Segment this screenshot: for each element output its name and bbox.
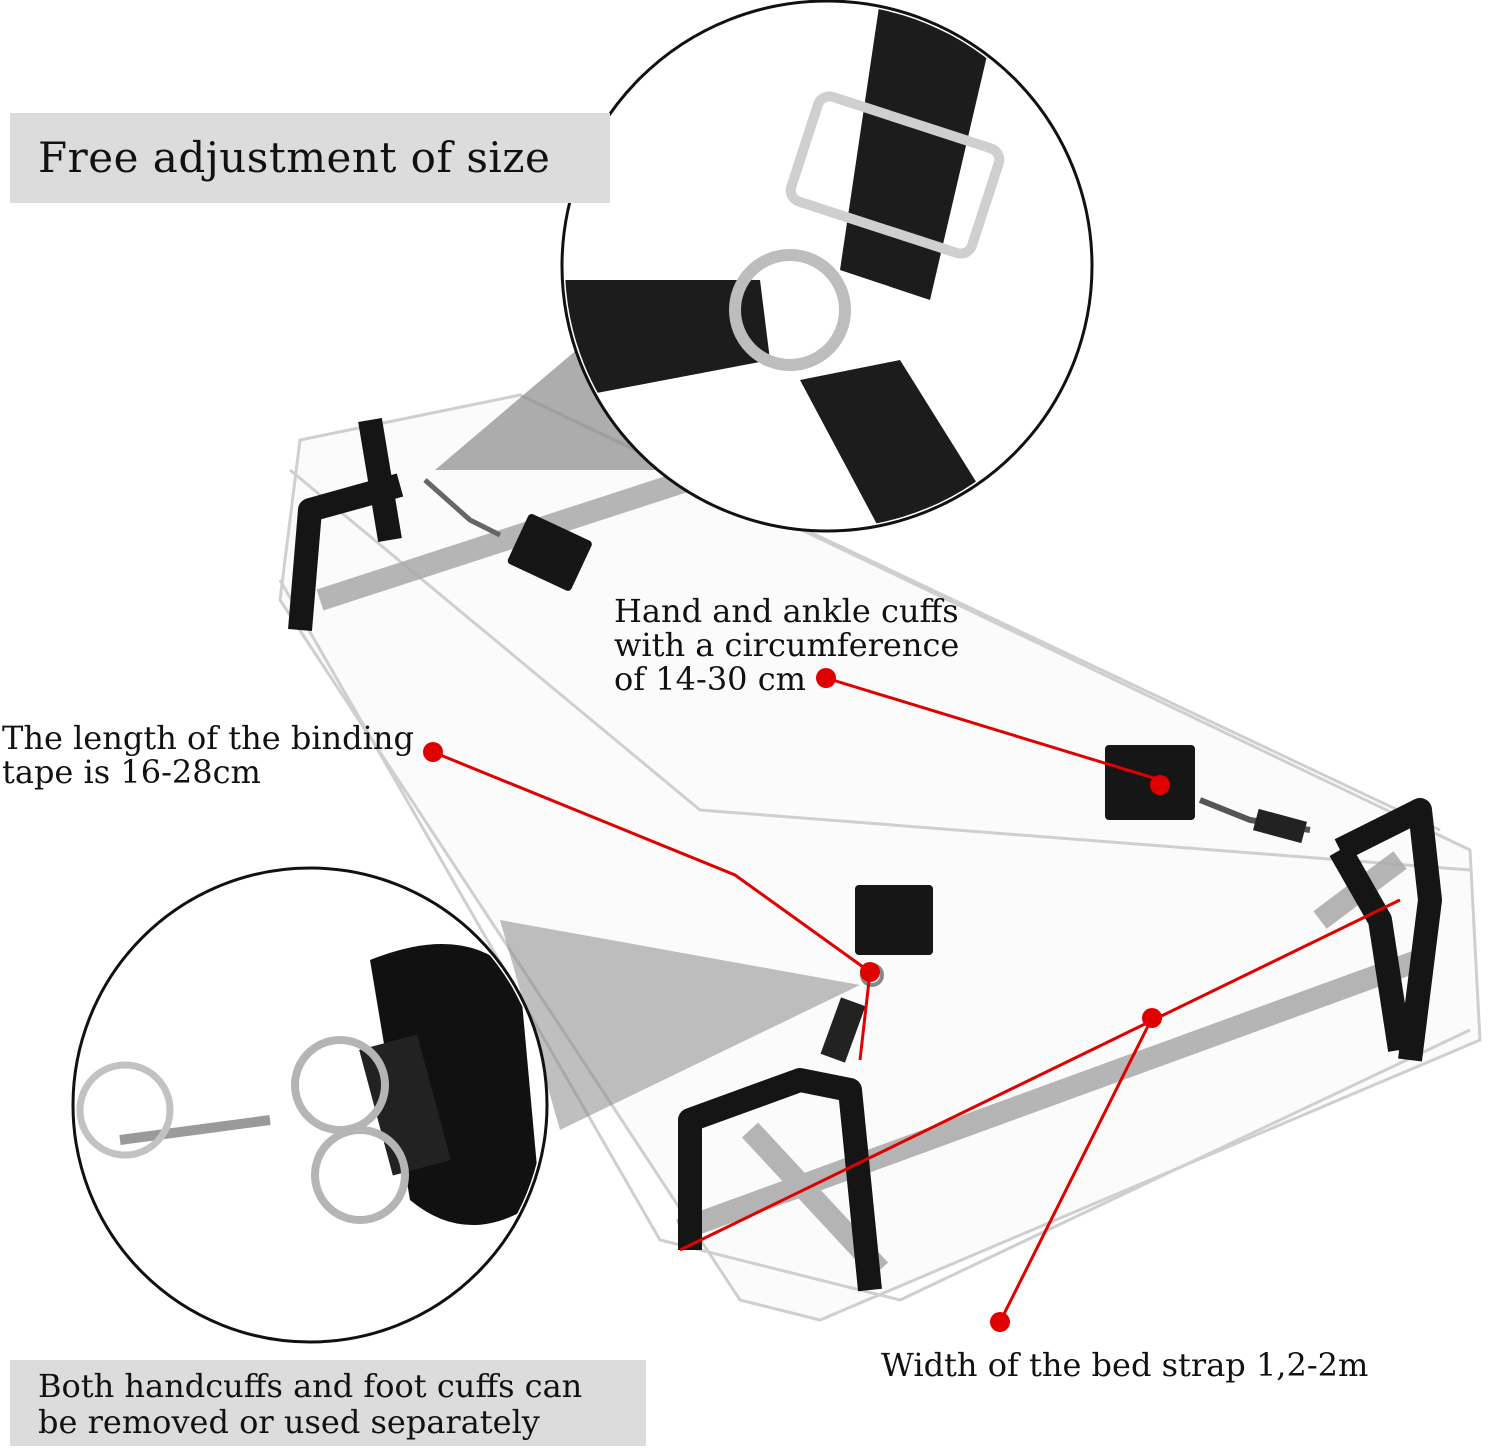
cuff-right [1105,745,1311,844]
callout-dots [423,668,1170,1332]
cuff-top-left [423,478,592,591]
footer-note: Both handcuffs and foot cuffs can be rem… [38,1367,583,1441]
corner-straps [288,418,1442,1292]
cuffs-callout: Hand and ankle cuffs with a circumferenc… [614,592,960,698]
zoom-cone-bottom [500,920,860,1130]
headline: Free adjustment of size [38,133,551,182]
footer-note-banner: Both handcuffs and foot cuffs can be rem… [10,1360,646,1446]
detail-circle-bottom [71,866,549,1344]
tape-callout: The length of the binding tape is 16-28c… [2,719,414,791]
detail-circle-top [560,0,1094,533]
strap-width-callout: Width of the bed strap 1,2-2m [881,1346,1369,1384]
callout-lines [432,676,1401,1323]
headline-banner: Free adjustment of size [10,113,610,203]
